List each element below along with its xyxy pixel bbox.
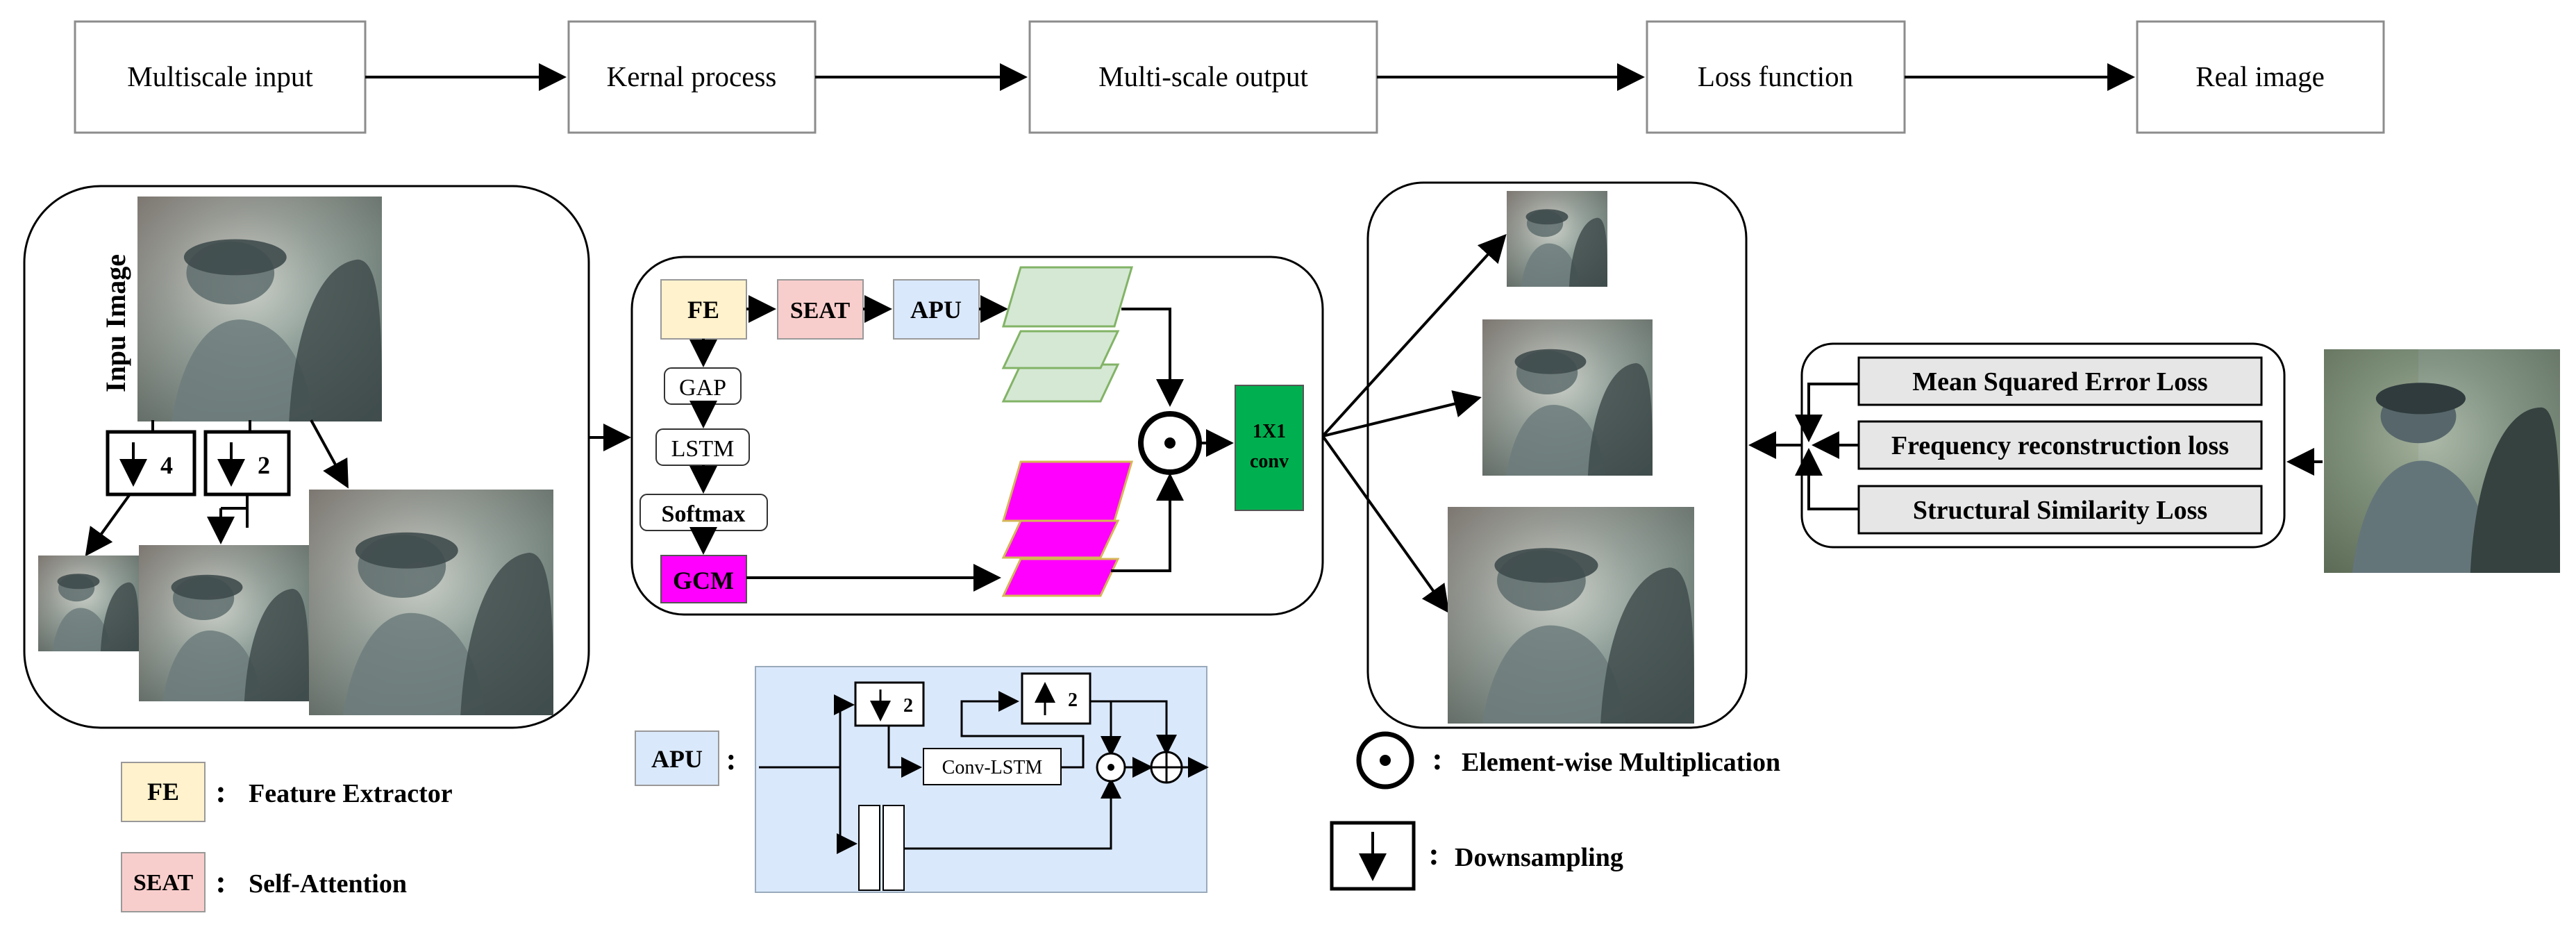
feature-stack-magenta	[1001, 460, 1134, 597]
output-scale-large	[1448, 507, 1694, 724]
legend: FE : Feature Extractor SEAT : Self-Atten…	[121, 731, 1780, 912]
stage-label: Multi-scale output	[1098, 60, 1308, 92]
connector	[310, 419, 349, 489]
connector	[1090, 700, 1177, 755]
input-panel: Inpu Image 4 2	[23, 185, 590, 729]
apu-bar	[858, 805, 880, 891]
gcm-block	[660, 555, 747, 603]
downsample-4-label: 4	[160, 451, 173, 479]
multiplication-dot	[1380, 755, 1391, 766]
apu-upsample-box	[1021, 672, 1092, 725]
gap-label: GAP	[679, 375, 726, 401]
apu-label: APU	[910, 296, 962, 324]
stage-box-kernal-process	[567, 20, 817, 134]
connector	[85, 493, 131, 557]
input-image	[137, 197, 382, 421]
legend-mult-desc: Element-wise Multiplication	[1462, 748, 1780, 777]
stage-label: Loss function	[1698, 60, 1853, 92]
loss-label: Frequency reconstruction loss	[1891, 431, 2229, 460]
loss-box-frequency	[1857, 420, 2263, 470]
multiplication-dot	[1164, 437, 1176, 449]
pipeline: Multiscale input Kernal process Multi-sc…	[74, 20, 2385, 134]
apu-upsample-label: 2	[1068, 690, 1078, 711]
apu-detail-colon: :	[726, 742, 737, 776]
stage-label: Multiscale input	[127, 60, 313, 92]
apu-downsample-label: 2	[903, 695, 913, 717]
downsample-2-box	[203, 430, 291, 496]
loss-box-ssim	[1857, 485, 2263, 535]
connector	[1795, 383, 1859, 442]
apu-detail-label: APU	[651, 745, 703, 773]
input-image-title: Inpu Image	[100, 254, 131, 392]
legend-seat-box	[121, 852, 206, 912]
conv-1x1-block	[1235, 385, 1304, 511]
input-scale-small	[38, 556, 139, 651]
connector	[1121, 308, 1184, 407]
input-scale-medium	[139, 545, 309, 701]
conv-lstm-label: Conv-LSTM	[942, 757, 1043, 778]
apu-bar	[883, 805, 905, 891]
connector	[1111, 473, 1184, 572]
legend-fe-box	[121, 762, 206, 822]
connector	[904, 778, 1121, 850]
connector	[1795, 448, 1859, 510]
stage-label: Kernal process	[607, 60, 777, 92]
legend-colon: :	[1428, 836, 1439, 871]
conv-label-line1: 1X1	[1253, 421, 1286, 442]
legend-seat-desc: Self-Attention	[249, 869, 407, 899]
legend-fe-desc: Feature Extractor	[249, 779, 453, 808]
downsample-2-label: 2	[258, 451, 270, 479]
seat-label: SEAT	[790, 298, 851, 324]
legend-down-desc: Downsampling	[1455, 843, 1623, 872]
connector	[887, 726, 922, 778]
output-scale-medium	[1482, 319, 1653, 476]
legend-colon: :	[215, 864, 226, 899]
softmax-label: Softmax	[662, 501, 746, 527]
stage-box-multi-scale-output	[1028, 20, 1378, 134]
legend-colon: :	[1432, 741, 1442, 776]
output-arrow	[1321, 435, 1450, 614]
stage-box-loss-function	[1646, 20, 1906, 134]
feature-stack-green	[1001, 266, 1134, 403]
loss-box-mse	[1857, 356, 2263, 406]
downsample-4-box	[106, 430, 196, 496]
loss-label: Structural Similarity Loss	[1913, 496, 2207, 525]
output-panel	[1321, 181, 1748, 729]
loss-label: Mean Squared Error Loss	[1912, 367, 2207, 396]
multiplication-dot	[1107, 764, 1114, 771]
gcm-label: GCM	[673, 567, 734, 594]
apu-downsample-box	[854, 681, 925, 727]
stage-box-real-image	[2136, 20, 2385, 134]
output-arrow	[1321, 234, 1507, 437]
conv-label-line2: conv	[1250, 451, 1289, 472]
apu-block	[893, 279, 980, 340]
kernel-panel: FE SEAT APU GAP LSTM Softmax GCM	[630, 256, 1324, 616]
output-scale-small	[1507, 191, 1607, 287]
connector	[960, 691, 1085, 769]
output-panel-frame	[1366, 181, 1748, 729]
apu-detail: APU : 2 Conv-LSTM 2	[635, 666, 1209, 893]
legend-colon: :	[215, 774, 226, 809]
legend-seat-abbr: SEAT	[133, 870, 194, 896]
output-arrow	[1322, 390, 1482, 437]
input-scale-large	[309, 490, 553, 715]
legend-fe-abbr: FE	[147, 778, 179, 805]
apu-detail-label-box	[635, 730, 719, 786]
real-image	[2324, 349, 2560, 573]
stage-label: Real image	[2196, 60, 2325, 92]
fe-label: FE	[687, 296, 719, 324]
stage-box-multiscale-input	[74, 20, 367, 134]
loss-panel: Mean Squared Error Loss Frequency recons…	[1748, 342, 2286, 549]
lstm-label: LSTM	[671, 436, 735, 462]
